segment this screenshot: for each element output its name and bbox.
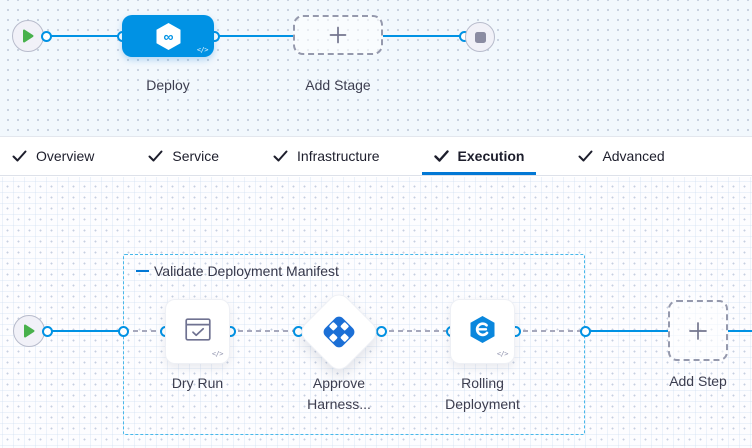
- link-port[interactable]: [41, 30, 52, 42]
- stage-connector-line: [214, 35, 294, 37]
- svg-text:∞: ∞: [163, 28, 173, 44]
- collapse-group-icon[interactable]: [136, 269, 149, 273]
- code-view-icon[interactable]: </>: [496, 350, 509, 358]
- link-port[interactable]: [117, 325, 129, 337]
- step-connector-dashed: [380, 330, 451, 332]
- step-group-title: Validate Deployment Manifest: [154, 263, 339, 279]
- check-icon: [12, 150, 27, 162]
- tab-label: Infrastructure: [297, 148, 380, 164]
- step-group-header: Validate Deployment Manifest: [136, 263, 339, 279]
- tab-label: Advanced: [602, 148, 665, 164]
- pipeline-end-node[interactable]: [465, 22, 495, 52]
- check-icon: [273, 150, 288, 162]
- pipeline-start-node[interactable]: [12, 20, 44, 52]
- stage-label-deploy: Deploy: [146, 77, 190, 93]
- tab-label: Service: [172, 148, 220, 164]
- stage-node-deploy[interactable]: ∞ </>: [122, 15, 214, 57]
- rolling-deployment-icon: [470, 316, 495, 343]
- step-connector-dashed: [124, 330, 166, 332]
- step-label-rolling-deployment: Rolling Deployment: [445, 375, 520, 412]
- step-label-dry-run: Dry Run: [171, 375, 224, 391]
- code-view-icon[interactable]: </>: [196, 46, 209, 54]
- plus-icon: [329, 26, 347, 44]
- link-port[interactable]: [375, 325, 387, 337]
- check-icon: [578, 150, 593, 162]
- stage-label-add-stage: Add Stage: [305, 77, 371, 93]
- tab-label: Overview: [36, 148, 95, 164]
- tab-execution[interactable]: Execution: [421, 137, 537, 175]
- dry-run-checklist-icon: [184, 318, 211, 341]
- tab-label: Execution: [457, 148, 525, 164]
- step-connector-dashed: [229, 330, 299, 332]
- check-icon: [433, 150, 449, 162]
- tab-overview[interactable]: Overview: [0, 137, 106, 175]
- stage-connector-line: [46, 35, 124, 37]
- step-label-add-step: Add Step: [669, 373, 727, 389]
- execution-start-node[interactable]: [13, 315, 45, 347]
- add-stage-button[interactable]: [293, 15, 383, 55]
- check-icon: [148, 150, 163, 162]
- harness-cd-hexagon-icon: ∞: [156, 22, 180, 50]
- tab-service[interactable]: Service: [136, 137, 231, 175]
- stage-graph-canvas[interactable]: ∞ </> Deploy Add Stage: [0, 0, 752, 136]
- step-node-rolling-deployment[interactable]: </>: [450, 299, 515, 364]
- tab-infrastructure[interactable]: Infrastructure: [261, 137, 391, 175]
- step-label-approve: Approve Harness...: [307, 375, 371, 412]
- tab-advanced[interactable]: Advanced: [566, 137, 676, 175]
- link-port[interactable]: [41, 325, 53, 337]
- stop-icon: [474, 31, 486, 43]
- stage-config-tabs: Overview Service Infrastructure Executio…: [0, 136, 752, 176]
- step-group-validate-deployment-manifest[interactable]: Validate Deployment Manifest: [123, 254, 585, 435]
- plus-icon: [689, 321, 707, 340]
- step-node-dry-run[interactable]: </>: [165, 299, 230, 364]
- execution-graph-canvas[interactable]: Validate Deployment Manifest </>: [0, 177, 752, 448]
- play-icon: [23, 29, 34, 43]
- link-port[interactable]: [579, 325, 591, 337]
- harness-approval-icon: [318, 311, 360, 353]
- add-step-button[interactable]: [668, 300, 728, 361]
- step-connector-line: [728, 330, 752, 332]
- stage-connector-line: [383, 35, 465, 37]
- play-icon: [24, 324, 35, 338]
- step-connector-line: [46, 330, 124, 332]
- step-connector-dashed: [514, 330, 585, 332]
- step-connector-line: [585, 330, 668, 332]
- code-view-icon[interactable]: </>: [211, 350, 224, 358]
